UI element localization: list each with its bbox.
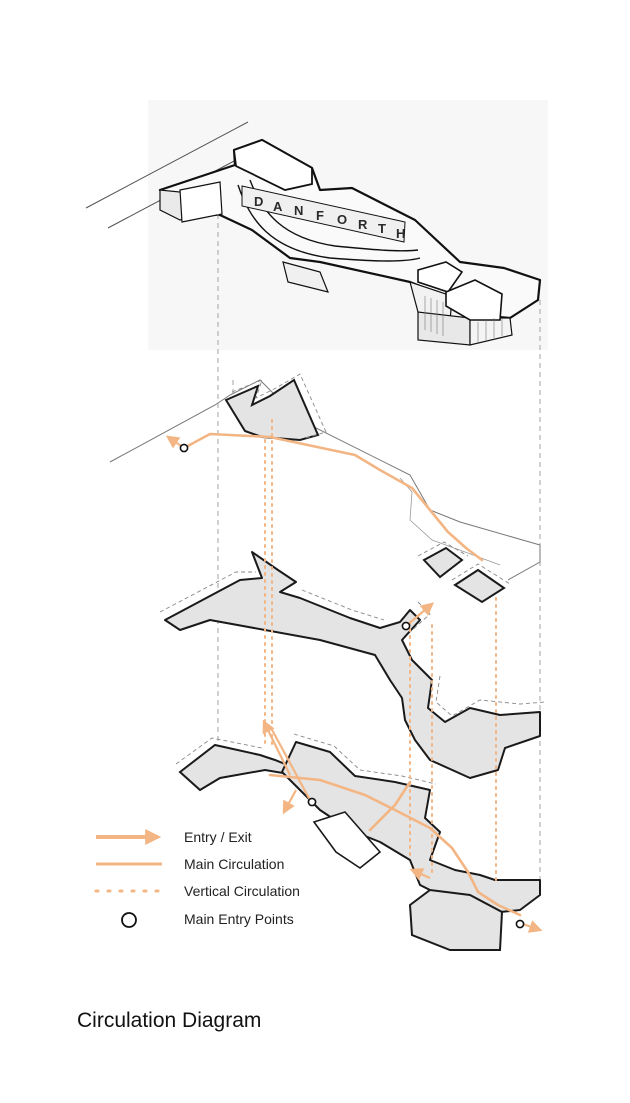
floor-plate (408, 888, 504, 951)
sign-letter: H (396, 226, 405, 241)
floor-plate-dashed (159, 571, 546, 717)
legend-swatch-main-entry-points (121, 912, 137, 928)
legend (94, 829, 164, 928)
building-box (445, 279, 503, 321)
floor-plate (224, 378, 320, 442)
site-outline (109, 379, 541, 581)
floor-plate (164, 551, 541, 779)
legend-label-vertical-circulation: Vertical Circulation (184, 883, 300, 899)
level-upper (109, 373, 541, 604)
building-ramp (237, 184, 421, 262)
floor-plate (422, 546, 464, 579)
entry-point-marker (307, 797, 317, 807)
legend-label-entry-exit: Entry / Exit (184, 829, 252, 845)
building-sign: D A N F O R T H (254, 194, 405, 241)
building-axonometric: D A N F O R T H (85, 121, 542, 346)
level-middle (159, 551, 546, 779)
sign-letter: D (254, 194, 263, 209)
facade-hatch (424, 296, 503, 342)
sign-letter: O (337, 212, 347, 227)
street-line (85, 121, 249, 209)
building-wall (282, 261, 329, 293)
sign-band (241, 185, 406, 243)
sign-letter: N (294, 203, 303, 218)
entry-point-marker (515, 919, 525, 929)
building-wall (179, 181, 223, 223)
void-outline (312, 811, 382, 869)
diagram-caption: Circulation Diagram (77, 1009, 262, 1032)
floor-plate-dashed (417, 541, 511, 585)
entry-point-marker (179, 443, 189, 453)
main-entry-points (179, 443, 525, 929)
building-upper-volume (233, 139, 313, 191)
legend-label-main-circulation: Main Circulation (184, 856, 285, 872)
projection-guides (217, 214, 541, 880)
legend-label-main-entry-points: Main Entry Points (184, 911, 294, 927)
sign-letter: T (378, 221, 386, 236)
main-circulation-lines (182, 432, 522, 917)
sign-letter: A (273, 199, 283, 214)
building-wall (417, 311, 471, 346)
sign-letter: R (358, 217, 368, 232)
floor-plate (453, 568, 506, 604)
entry-point-marker (401, 621, 411, 631)
floor-plate-dashed (231, 373, 327, 439)
floor-plate-dashed (175, 733, 437, 785)
building-box (417, 261, 464, 293)
site-outline-inner (399, 477, 501, 566)
sign-letter: F (316, 208, 324, 223)
